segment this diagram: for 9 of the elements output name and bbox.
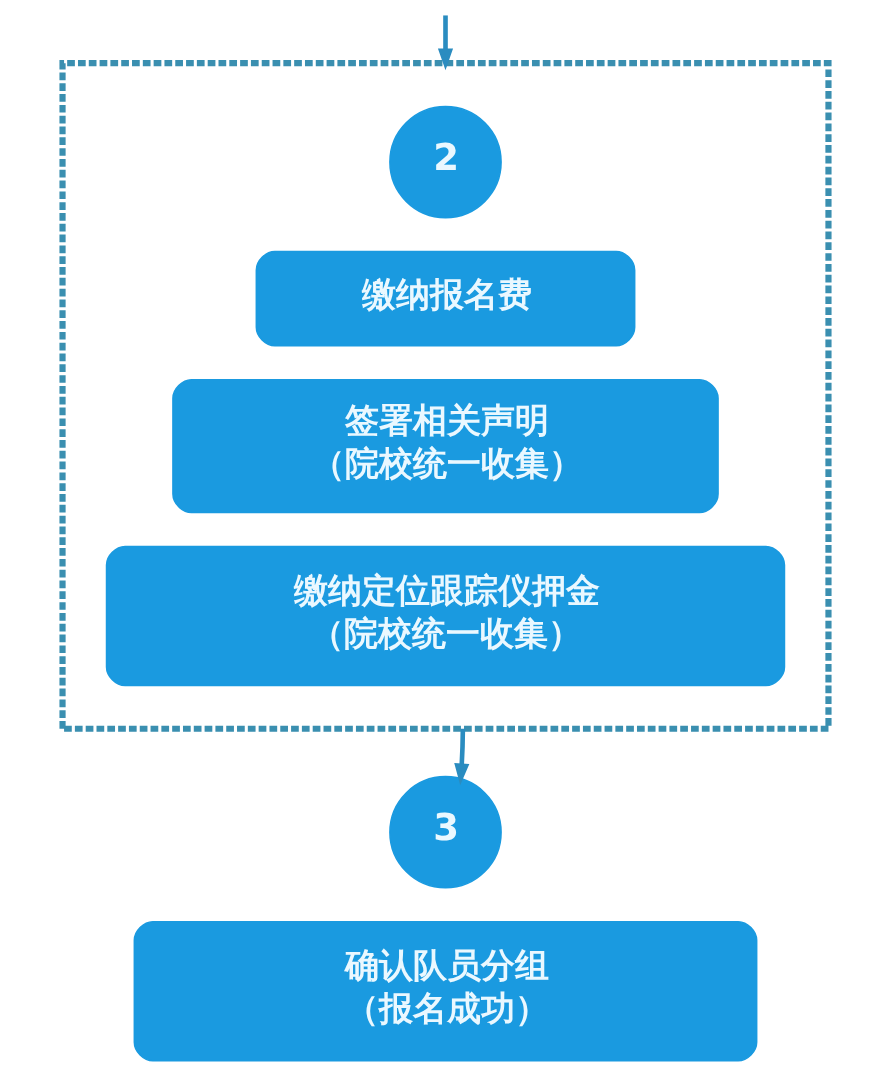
- arrow: [453, 728, 469, 786]
- arrow: [437, 15, 453, 71]
- node-box: 缴纳定位跟踪仪押金 （院校统一收集）: [105, 545, 785, 687]
- node-box: 缴纳报名费: [255, 250, 635, 347]
- node-circle: 2: [388, 105, 502, 219]
- node-circle: 3: [388, 775, 502, 889]
- cluster: [58, 60, 832, 732]
- node-box: 签署相关声明 （院校统一收集）: [171, 379, 719, 514]
- node-box: 确认队员分组 （报名成功）: [133, 921, 757, 1062]
